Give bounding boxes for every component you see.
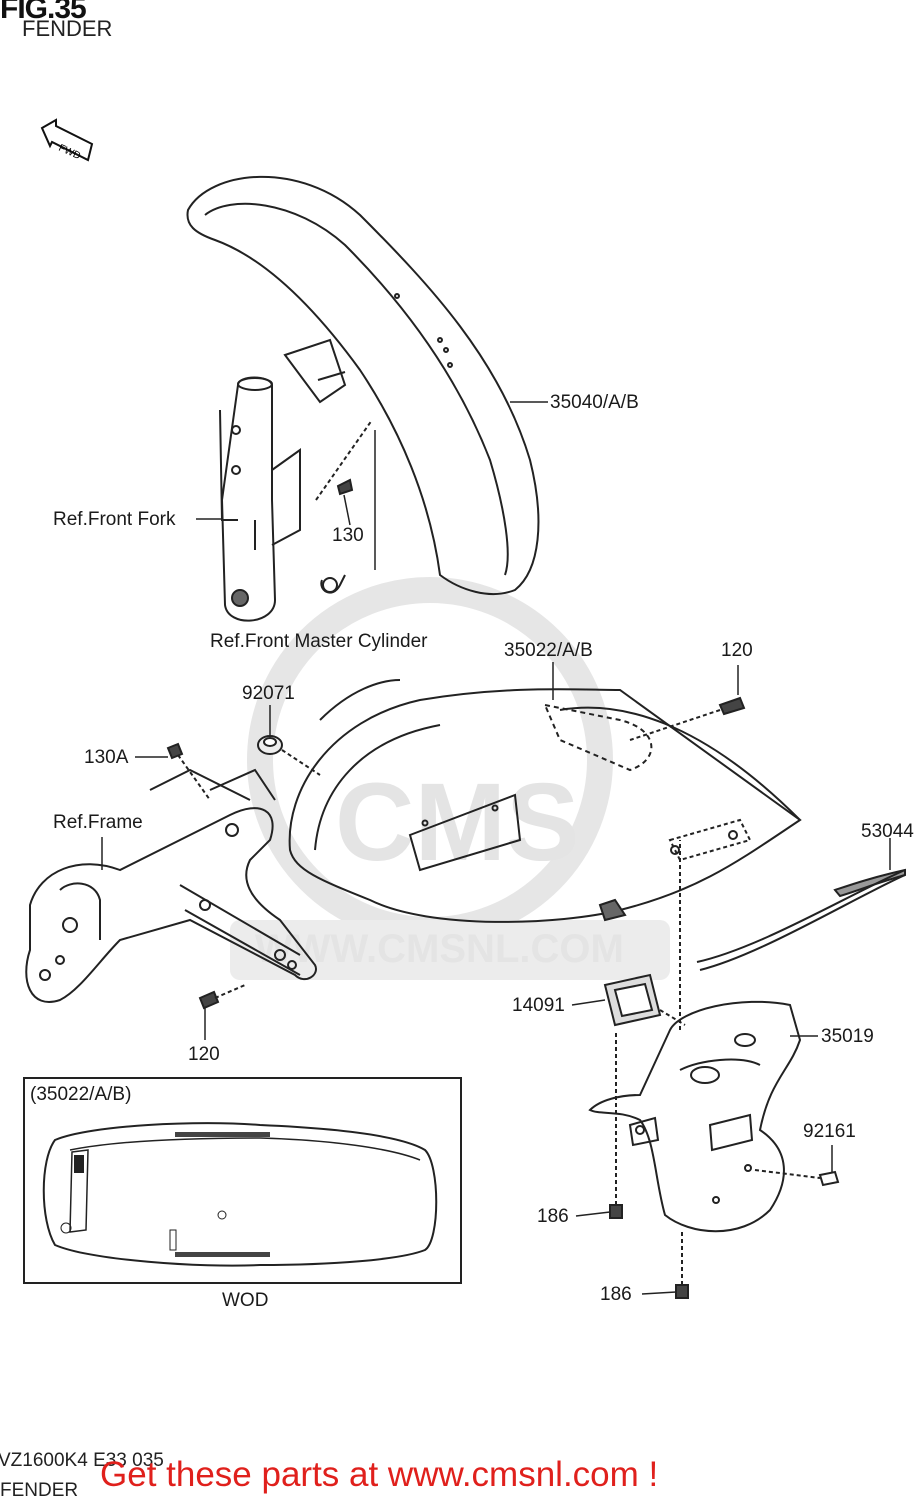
callout-92161[interactable]: 92161 xyxy=(803,1121,856,1142)
forward-direction-icon: FWD xyxy=(40,118,94,162)
callout-130[interactable]: 130 xyxy=(332,525,364,546)
watermark-logo-text: CMS xyxy=(335,761,579,884)
promo-link[interactable]: Get these parts at www.cmsnl.com ! xyxy=(100,1455,659,1494)
callout-35022[interactable]: 35022/A/B xyxy=(504,640,593,661)
bolt-120-top-drawing xyxy=(629,696,746,741)
front-fender-drawing xyxy=(186,175,540,596)
callout-14091[interactable]: 14091 xyxy=(512,995,565,1016)
cover-14091-drawing xyxy=(603,973,686,1027)
figure-title: FIG.35 xyxy=(0,0,87,25)
inset-title: (35022/A/B) xyxy=(30,1084,132,1105)
fasteners-186-92161-drawing xyxy=(609,840,840,1299)
model-code: VZ1600K4 E33 035 xyxy=(0,1450,164,1471)
callout-35040[interactable]: 35040/A/B xyxy=(550,392,639,413)
callout-186-b[interactable]: 186 xyxy=(600,1284,632,1305)
footer-section: FENDER xyxy=(0,1480,79,1501)
rear-flap-35019-drawing xyxy=(588,1000,802,1233)
bolt-120-bottom-drawing xyxy=(198,984,246,1010)
callout-ref-front-fork: Ref.Front Fork xyxy=(53,509,176,530)
inset-box xyxy=(23,1077,462,1284)
callout-35019[interactable]: 35019 xyxy=(821,1026,874,1047)
callout-ref-frame: Ref.Frame xyxy=(53,812,143,833)
callout-92071[interactable]: 92071 xyxy=(242,683,295,704)
leader-lines xyxy=(101,401,891,1295)
bolt-130a-cushion-92071-drawing xyxy=(166,735,321,801)
bolt-130-drawing xyxy=(315,419,376,594)
frame-drawing xyxy=(25,768,317,1003)
trim-53044-drawing xyxy=(696,868,906,971)
watermark-url-text: WWW.CMSNL.COM xyxy=(255,927,624,971)
callout-53044[interactable]: 53044 xyxy=(861,821,914,842)
callout-120-bottom[interactable]: 120 xyxy=(188,1044,220,1065)
callout-186-a[interactable]: 186 xyxy=(537,1206,569,1227)
figure-subtitle: FENDER xyxy=(22,16,113,41)
callout-120-top[interactable]: 120 xyxy=(721,640,753,661)
inset-caption: WOD xyxy=(222,1290,269,1311)
cmsnl-watermark: CMS WWW.CMSNL.COM xyxy=(230,577,670,980)
front-fork-drawing xyxy=(219,376,301,622)
rear-fender-drawing xyxy=(288,679,802,923)
callout-130a[interactable]: 130A xyxy=(84,747,129,768)
callout-ref-front-master-cylinder: Ref.Front Master Cylinder xyxy=(210,631,428,652)
